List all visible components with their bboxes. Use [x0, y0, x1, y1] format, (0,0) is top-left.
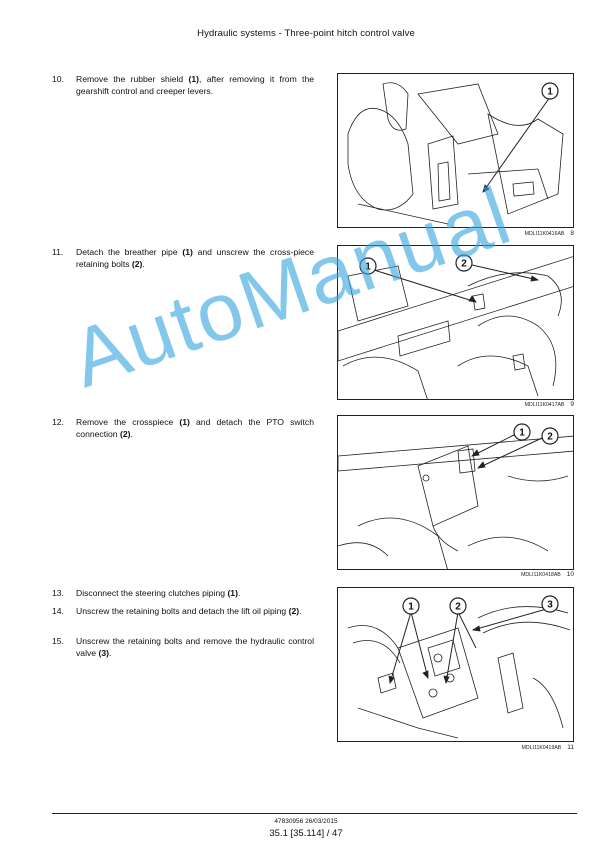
page-header: Hydraulic systems - Three-point hitch co…	[197, 28, 415, 39]
figure-10-caption: MDLI11K0418AB 10	[337, 571, 574, 578]
step-number: 11.	[52, 247, 64, 257]
callout-2: 2	[461, 259, 467, 270]
figure-number: 11	[567, 744, 574, 751]
callout-3: 3	[547, 600, 553, 611]
footer-doc-id: 47830956 26/03/2015	[274, 818, 338, 825]
callout-1: 1	[365, 262, 371, 273]
step-number: 10.	[52, 74, 64, 84]
figure-ref: MDLI11K0416AB	[524, 231, 565, 237]
figure-number: 10	[566, 571, 574, 578]
figure-9-illustration: 1 2	[337, 245, 574, 400]
figure-10-illustration: 1 2	[337, 415, 574, 570]
figure-ref: MDLI11K0418AB	[521, 572, 561, 578]
step-number: 13.	[52, 588, 64, 598]
step-text: Unscrew the retaining bolts and remove t…	[76, 636, 314, 658]
step-13: 13. Disconnect the steering clutches pip…	[52, 587, 314, 599]
callout-1: 1	[408, 602, 414, 613]
figure-ref: MDLI11K0419AB	[521, 745, 562, 751]
step-text: Disconnect the steering clutches piping …	[76, 588, 241, 598]
callout-2: 2	[547, 432, 553, 443]
figure-number: 9	[570, 401, 574, 408]
figure-11-illustration: 1 2 3	[337, 587, 574, 742]
figure-8-caption: MDLI11K0416AB 8	[337, 230, 574, 237]
figure-9-caption: MDLI11K0417AB 9	[337, 401, 574, 408]
step-number: 15.	[52, 636, 64, 646]
step-text: Unscrew the retaining bolts and detach t…	[76, 606, 302, 616]
step-15: 15. Unscrew the retaining bolts and remo…	[52, 635, 314, 659]
footer-divider	[52, 813, 577, 814]
callout-1: 1	[547, 87, 553, 98]
step-text: Remove the rubber shield (1), after remo…	[76, 74, 315, 96]
callout-circle	[541, 82, 559, 100]
step-number: 14.	[52, 606, 64, 616]
step-12: 12. Remove the crosspiece (1) and detach…	[52, 416, 314, 440]
step-11: 11. Detach the breather pipe (1) and uns…	[52, 246, 314, 270]
step-number: 12.	[52, 417, 64, 427]
figure-11-caption: MDLI11K0419AB 11	[337, 744, 574, 751]
step-text: Detach the breather pipe (1) and unscrew…	[76, 247, 314, 269]
figure-number: 8	[570, 230, 574, 237]
step-10: 10. Remove the rubber shield (1), after …	[52, 73, 314, 97]
step-14: 14. Unscrew the retaining bolts and deta…	[52, 605, 314, 617]
figure-ref: MDLI11K0417AB	[524, 402, 565, 408]
callout-2: 2	[455, 602, 461, 613]
callout-1: 1	[519, 428, 525, 439]
figure-8-illustration: 1	[337, 73, 574, 228]
step-text: Remove the crosspiece (1) and detach the…	[76, 417, 314, 439]
footer-page-number: 35.1 [35.114] / 47	[269, 828, 343, 839]
